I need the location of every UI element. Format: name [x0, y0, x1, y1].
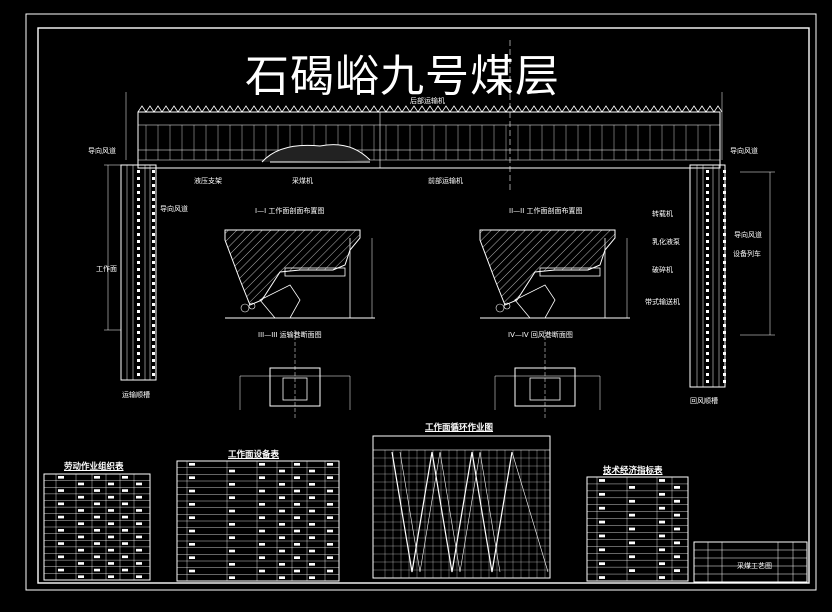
roadway-section-left	[239, 330, 351, 420]
roadway-section-right	[494, 330, 601, 420]
label-left-guide: 导向风道	[88, 147, 116, 155]
label-rear-scraper: 后部运输机	[410, 97, 445, 105]
cycle-diagram	[372, 435, 551, 579]
equipment-table-title: 工作面设备表	[228, 450, 280, 460]
label-equipment-row: 设备列车	[733, 250, 761, 258]
label-right-guide-2: 导向风道	[734, 231, 762, 239]
label-section-2: II—II 工作面剖面布置图	[509, 207, 583, 215]
label-belt: 带式输送机	[645, 298, 680, 306]
working-face-plan	[137, 105, 723, 169]
label-left-dim: 工作面	[96, 265, 117, 273]
label-transfer: 转载机	[652, 210, 673, 218]
tech-table-title: 技术经济指标表	[603, 466, 663, 476]
inner-frame	[37, 27, 810, 584]
label-left-guide-2: 导向风道	[160, 205, 188, 213]
drawing-title: 石碣峪九号煤层	[245, 51, 560, 102]
labor-table-title: 劳动作业组织表	[64, 462, 124, 472]
label-right-bottom: 回风顺槽	[690, 397, 718, 405]
label-section-3: III—III 运输巷断面图	[258, 331, 322, 339]
label-shearer: 采煤机	[292, 177, 313, 185]
label-emulsion: 乳化液泵	[652, 238, 680, 246]
section-left	[224, 229, 375, 319]
cycle-diagram-title: 工作面循环作业图	[425, 423, 494, 433]
label-roof-support: 液压支架	[194, 177, 222, 185]
left-roadway	[104, 92, 157, 381]
label-left-bottom: 运输顺槽	[122, 391, 150, 399]
label-crusher: 破碎机	[652, 266, 673, 274]
section-right	[479, 229, 630, 319]
equipment-table	[176, 460, 340, 582]
title-block	[693, 541, 808, 583]
title-block-name: 采煤工艺图	[737, 562, 772, 570]
label-front-scraper: 前部运输机	[428, 177, 463, 185]
labor-table	[43, 473, 151, 581]
right-roadway	[689, 92, 775, 388]
label-section-4: IV—IV 回风巷断面图	[508, 331, 573, 339]
label-right-guide: 导向风道	[730, 147, 758, 155]
tech-table	[586, 476, 689, 582]
label-section-1: I—I 工作面剖面布置图	[255, 207, 325, 215]
outer-frame	[25, 13, 817, 591]
